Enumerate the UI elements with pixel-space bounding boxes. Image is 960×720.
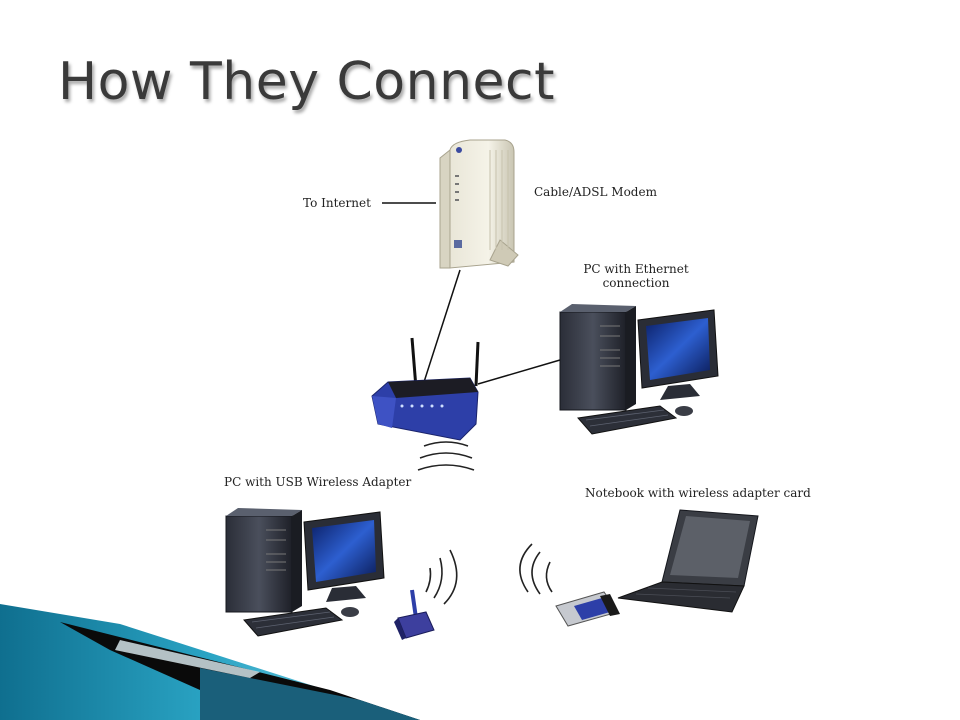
notebook-icon [617,509,759,613]
to-internet-label: To Internet [303,196,371,210]
usb-wireless-waves-icon [425,549,458,605]
pc-ethernet-label-line2: connection [602,276,670,290]
usb-adapter-icon [394,589,435,640]
corner-decoration [0,604,420,720]
router-pc-line [477,359,561,385]
pc-ethernet-label: PC with Ethernet connection [576,262,696,290]
modem-label: Cable/ADSL Modem [534,185,657,199]
modem-router-line [423,269,461,383]
adapter-card-icon [555,591,620,627]
pc-ethernet-label-line1: PC with Ethernet [583,262,689,276]
connection-lines [382,202,561,385]
router-icon [371,337,480,441]
notebook-label: Notebook with wireless adapter card [585,486,811,500]
slide-title: How They Connect [58,52,555,112]
pc-usb-icon [225,508,385,637]
pc-usb-label: PC with USB Wireless Adapter [224,475,412,489]
modem-icon [439,139,519,269]
notebook-wireless-waves-icon [519,543,553,595]
router-wireless-waves-icon [417,441,475,471]
pc-ethernet-icon [559,304,719,435]
